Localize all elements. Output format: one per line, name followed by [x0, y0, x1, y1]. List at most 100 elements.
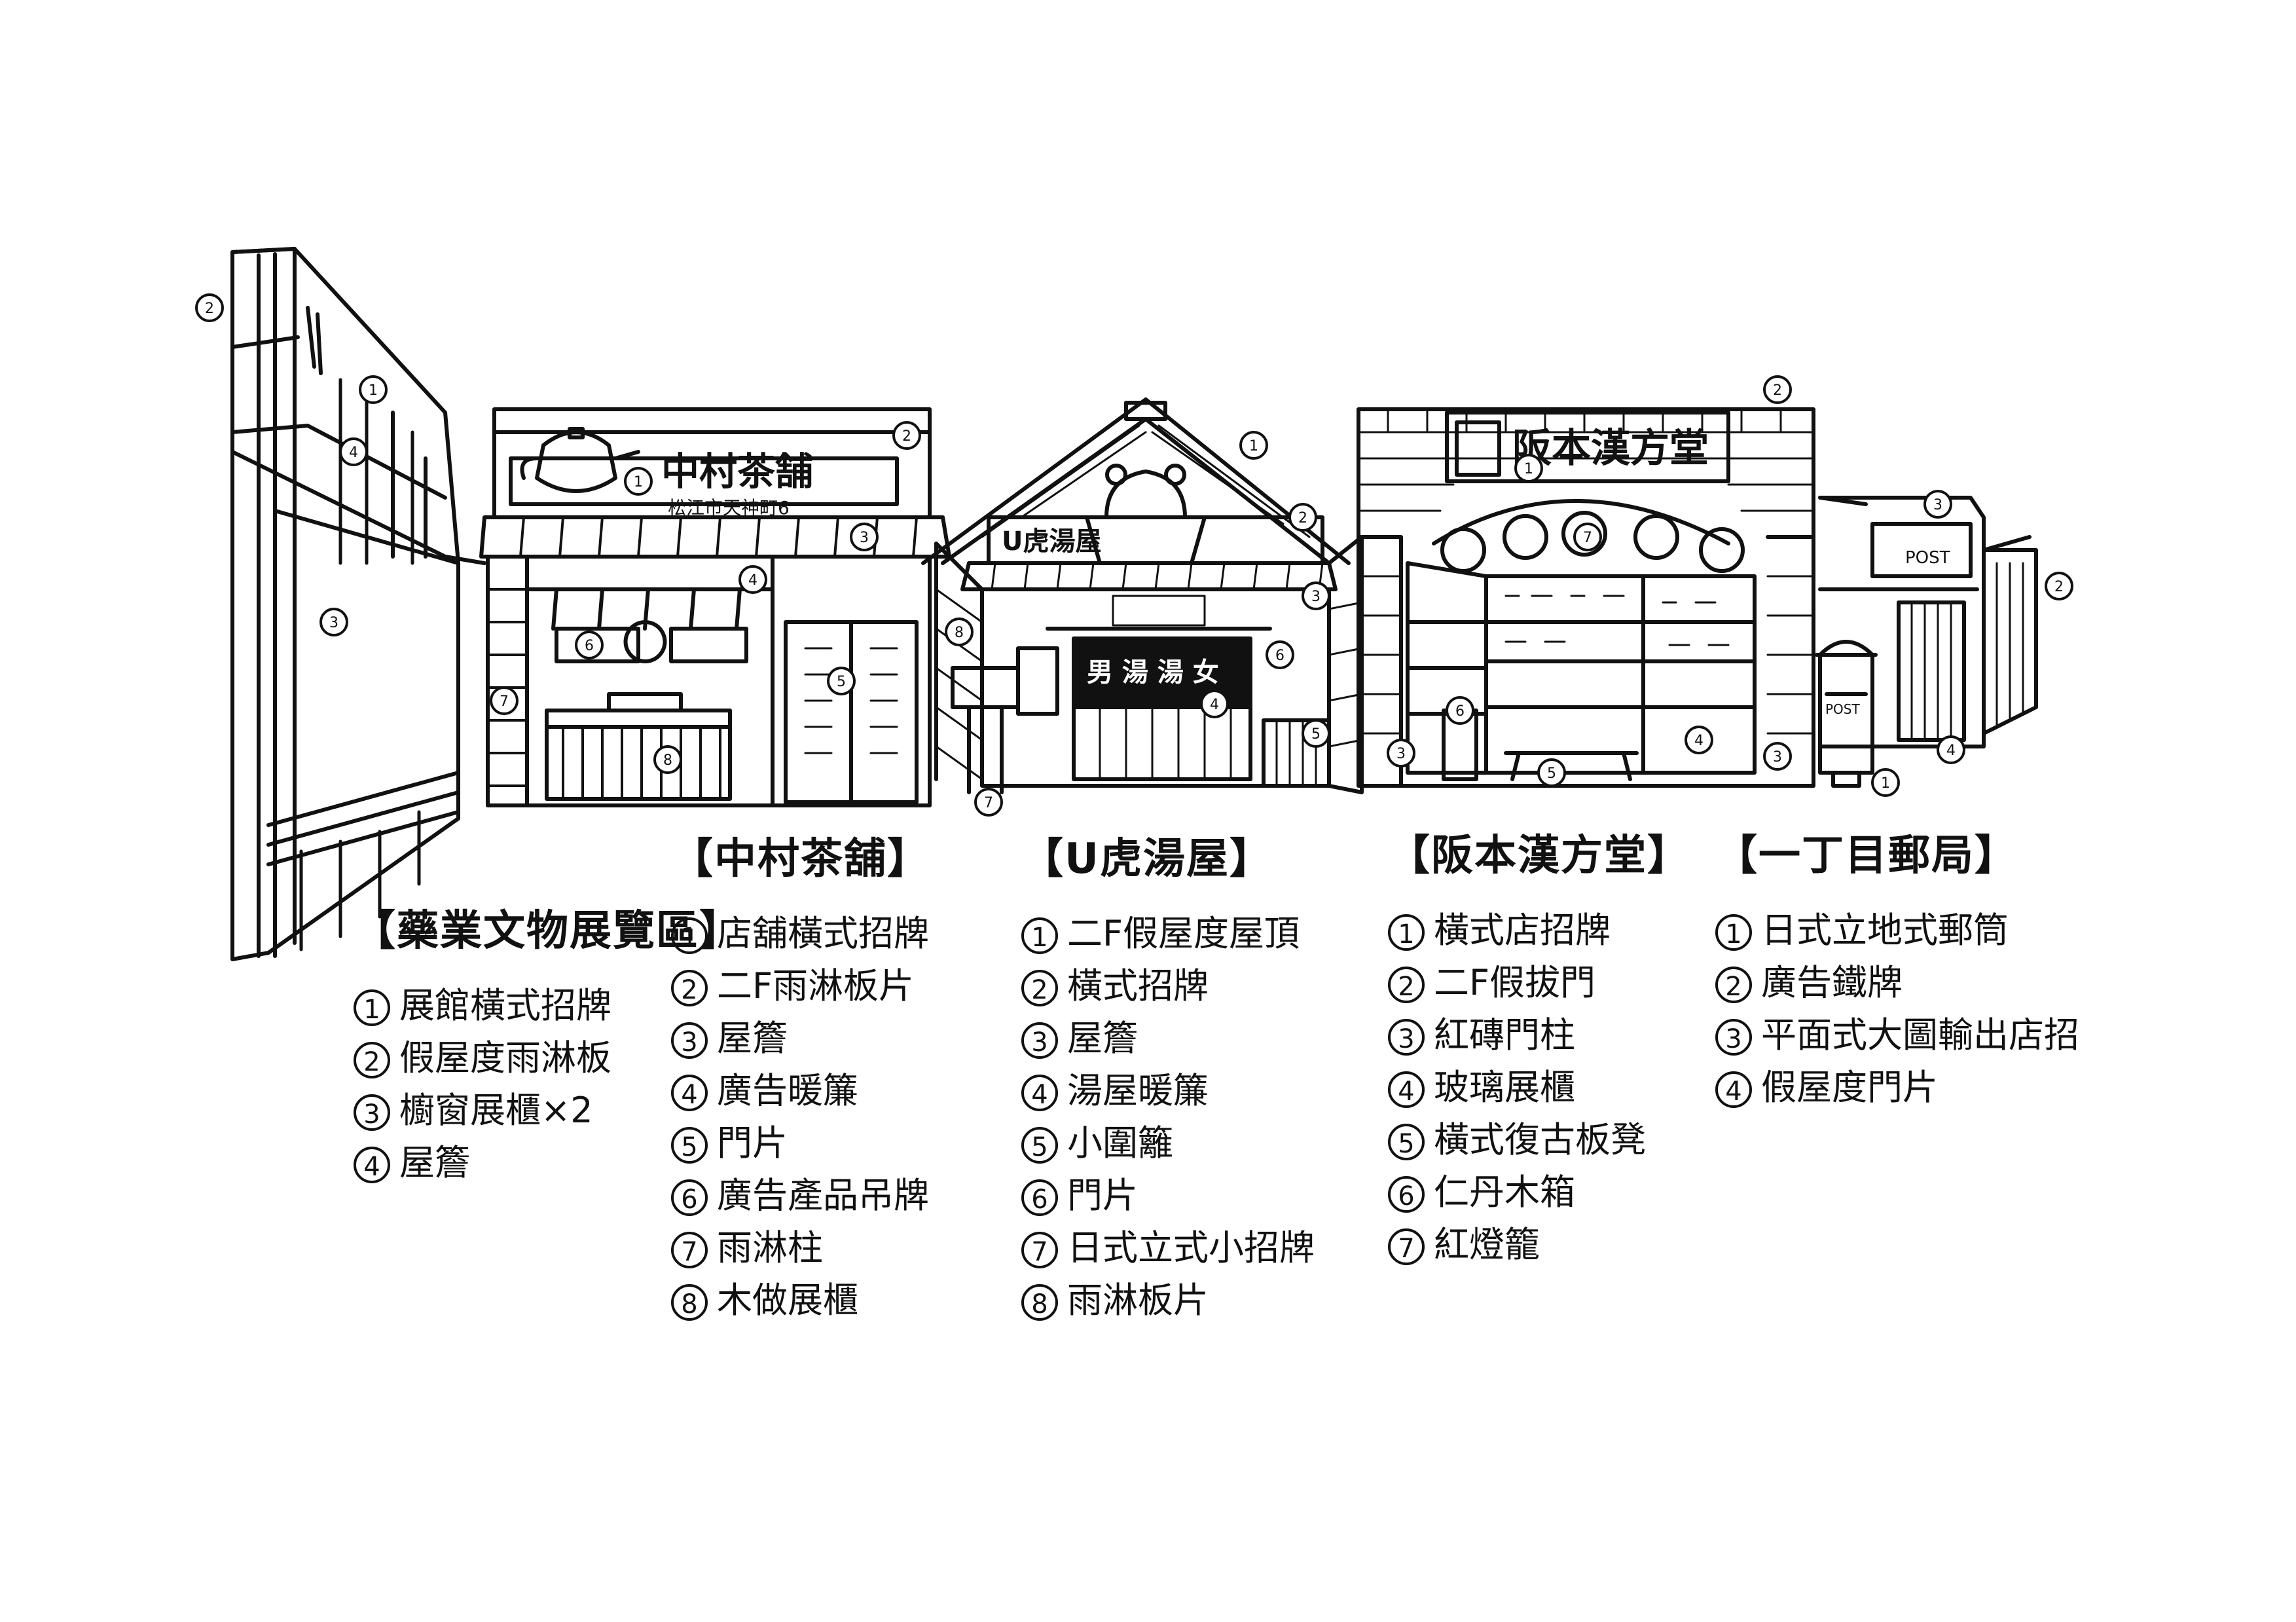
- legend-text: 雨淋板片: [1067, 1280, 1209, 1321]
- legend-text: 假屋度雨淋板: [399, 1037, 611, 1078]
- marker: 4: [1210, 697, 1219, 713]
- legend-number: 1: [1021, 917, 1058, 955]
- legend-number: 4: [671, 1075, 708, 1112]
- legend-number: 7: [1388, 1228, 1425, 1266]
- legend-number: 2: [671, 970, 708, 1007]
- legend-number: 3: [1388, 1019, 1425, 1056]
- marker: 2: [902, 428, 911, 445]
- legend-title: 【U虎湯屋】: [1021, 835, 1273, 883]
- legend-number: 5: [1388, 1124, 1425, 1161]
- legend-text: 櫥窗展櫃×2: [399, 1090, 593, 1131]
- legend-number: 2: [1388, 967, 1425, 1004]
- marker: 1: [369, 382, 378, 399]
- marker: 1: [1249, 438, 1258, 454]
- legend-text: 屋簷: [399, 1142, 470, 1183]
- bathhouse-noren-text: 男 湯 湯 女: [1087, 657, 1219, 688]
- marker: 3: [1933, 497, 1942, 513]
- marker: 2: [1298, 510, 1307, 526]
- exhibition-hall-building: [230, 247, 486, 961]
- legend-number: 3: [1021, 1022, 1058, 1060]
- legend-number: 5: [1021, 1127, 1058, 1164]
- marker: 6: [1455, 703, 1465, 720]
- legend-number: 8: [671, 1284, 708, 1321]
- legend-text: 仁丹木箱: [1434, 1171, 1575, 1213]
- legend-text: 展館橫式招牌: [399, 985, 611, 1026]
- legend-text: 二F雨淋板片: [717, 965, 915, 1006]
- legend-number: 6: [1021, 1179, 1058, 1217]
- marker: 8: [955, 625, 964, 641]
- marker: 3: [329, 615, 338, 631]
- legend-number: 5: [671, 1127, 708, 1164]
- number-markers: 2 1 4 3 1 2 3 4 5 6 7 8 1 2 3 4 5 8 7 6 …: [195, 293, 2073, 817]
- legend-text: 紅磚門柱: [1434, 1014, 1575, 1056]
- marker: 5: [1311, 726, 1321, 743]
- marker: 2: [2054, 579, 2064, 595]
- marker: 5: [837, 674, 846, 690]
- legend-text: 屋簷: [717, 1018, 788, 1059]
- legend-number: 4: [1388, 1071, 1425, 1109]
- marker: 3: [1396, 746, 1406, 762]
- legend-title: 【中村茶舖】: [671, 835, 930, 883]
- legend-title: 【阪本漢方堂】: [1388, 832, 1690, 880]
- legend-number: 3: [1715, 1019, 1752, 1056]
- marker: 4: [1946, 743, 1956, 759]
- nakamura-sign-text: 中村茶舗: [661, 449, 813, 494]
- legend-number: 1: [1715, 914, 1752, 951]
- marker: 2: [205, 301, 214, 317]
- legend-text: 橫式店招牌: [1434, 910, 1611, 951]
- legend-text: 橫式招牌: [1067, 965, 1209, 1006]
- legend-text: 假屋度門片: [1761, 1067, 1938, 1108]
- legend-text: 二F假屋度屋頂: [1067, 913, 1300, 954]
- legend-number: 4: [1715, 1071, 1752, 1109]
- marker: 4: [748, 572, 757, 589]
- legend-text: 廣告鐵牌: [1761, 962, 1903, 1003]
- legend-text: 廣告產品吊牌: [717, 1175, 929, 1216]
- legend-text: 湯屋暖簾: [1067, 1070, 1209, 1111]
- legend-text: 二F假拔門: [1434, 962, 1596, 1003]
- marker: 5: [1547, 765, 1556, 782]
- marker: 1: [1881, 775, 1890, 792]
- marker: 1: [1524, 461, 1533, 477]
- nakamura-address-text: 松江市天神町6: [668, 497, 790, 519]
- marker: 1: [634, 474, 643, 490]
- kanpodo-building: [1357, 407, 1815, 788]
- post-office-building: [1815, 496, 2038, 788]
- legend-number: 6: [1388, 1176, 1425, 1213]
- legend-text: 門片: [1067, 1175, 1138, 1216]
- legend-text: 雨淋柱: [717, 1227, 823, 1268]
- legend-text: 橫式復古板凳: [1434, 1119, 1646, 1160]
- post-box-text: POST: [1825, 701, 1860, 717]
- marker: 3: [1773, 749, 1782, 765]
- legend-text: 廣告暖簾: [717, 1070, 858, 1111]
- nakamura-tea-shop-building: [479, 407, 951, 807]
- marker: 4: [1694, 733, 1704, 749]
- legend-text: 屋簷: [1067, 1018, 1138, 1059]
- marker: 7: [500, 693, 509, 710]
- post-sign-text: POST: [1905, 548, 1950, 568]
- legend-text: 平面式大圖輸出店招: [1761, 1014, 2079, 1056]
